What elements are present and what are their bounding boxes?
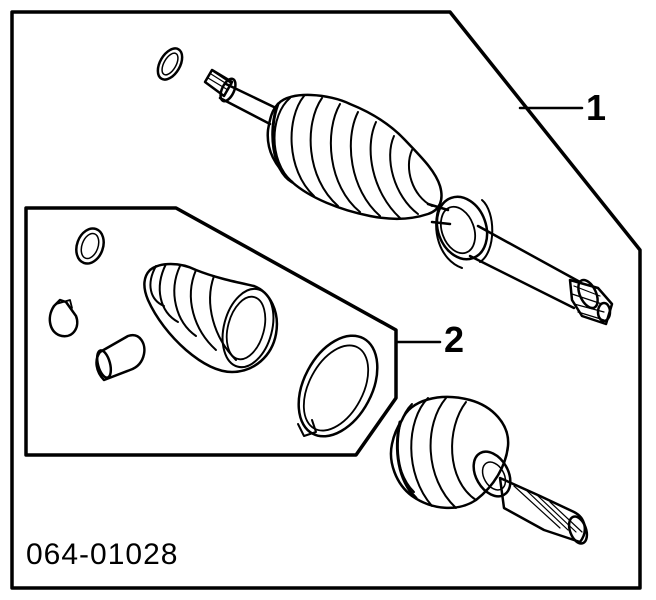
kit-frame (24, 206, 398, 457)
boot-kit-parts (48, 227, 379, 438)
replacement-boot (143, 262, 279, 374)
small-clamp (48, 298, 79, 338)
inner-spline-stub (203, 68, 234, 98)
callout-label-1: 1 (586, 87, 607, 128)
grease-pack (95, 333, 146, 382)
diagram-code: 064-01028 (26, 538, 179, 571)
inner-cv-boot (266, 93, 443, 220)
drive-shaft-bar (468, 224, 582, 310)
snap-ring-top (156, 47, 184, 81)
kit-snap-ring (75, 227, 105, 265)
outer-stub-shaft (498, 476, 587, 544)
outer-cv-joint (389, 395, 589, 545)
outer-frame (10, 10, 642, 590)
drive-shaft-assembly (156, 47, 614, 326)
outer-spline-stub (568, 278, 614, 326)
outer-joint-housing (389, 395, 510, 510)
callout-label-2: 2 (444, 319, 465, 360)
large-clamp-band (297, 334, 379, 438)
shaft-damper (435, 195, 489, 261)
